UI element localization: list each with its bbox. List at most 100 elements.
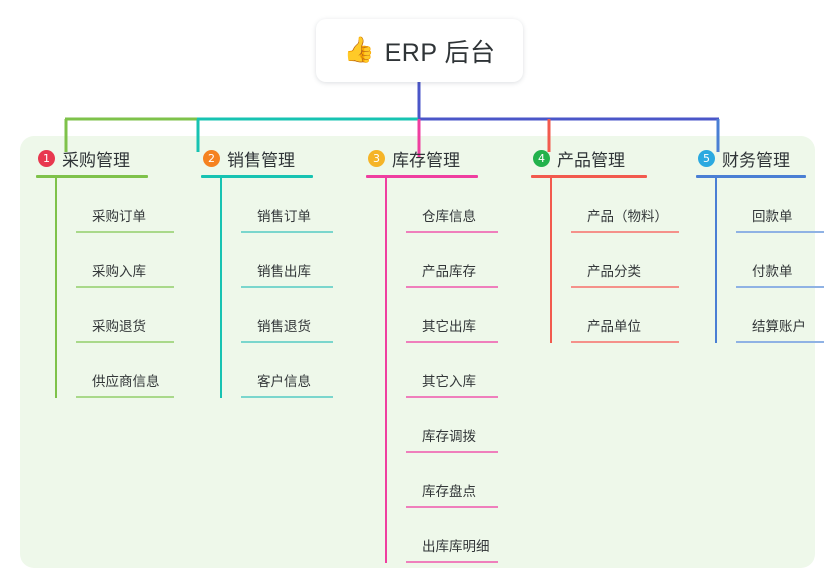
leaf-underline bbox=[736, 341, 824, 343]
leaf-node[interactable]: 库存调拨 bbox=[386, 398, 498, 453]
leaf-label: 库存调拨 bbox=[422, 429, 476, 444]
branch-children-3: 仓库信息产品库存其它出库其它入库库存调拨库存盘点出库库明细 bbox=[366, 178, 498, 563]
diagram-background-panel bbox=[20, 136, 815, 568]
leaf-underline bbox=[76, 286, 174, 288]
leaf-label: 客户信息 bbox=[257, 374, 311, 389]
branch-underline-1 bbox=[36, 175, 148, 178]
leaf-node[interactable]: 产品单位 bbox=[551, 288, 679, 343]
branch-underline-2 bbox=[201, 175, 313, 178]
leaf-node[interactable]: 产品分类 bbox=[551, 233, 679, 288]
branch-underline-4 bbox=[531, 175, 647, 178]
leaf-node[interactable]: 产品（物料） bbox=[551, 178, 679, 233]
branch-underline-3 bbox=[366, 175, 478, 178]
leaf-underline bbox=[406, 396, 498, 398]
leaf-underline bbox=[76, 231, 174, 233]
branch-badge-1: 1 bbox=[38, 149, 55, 167]
branch-children-4: 产品（物料） 产品分类产品单位 bbox=[531, 178, 679, 343]
leaf-label: 产品单位 bbox=[587, 319, 641, 334]
leaf-label: 结算账户 bbox=[752, 319, 806, 334]
branch-badge-2: 2 bbox=[203, 149, 220, 167]
leaf-underline bbox=[241, 341, 333, 343]
leaf-label: 采购订单 bbox=[92, 209, 146, 224]
leaf-node[interactable]: 结算账户 bbox=[716, 288, 824, 343]
leaf-node[interactable]: 采购退货 bbox=[56, 288, 174, 343]
leaf-label: 其它出库 bbox=[422, 319, 476, 334]
leaf-label: 销售退货 bbox=[257, 319, 311, 334]
leaf-underline bbox=[406, 506, 498, 508]
thumbs-up-icon: 👍 bbox=[343, 36, 375, 64]
leaf-node[interactable]: 其它入库 bbox=[386, 343, 498, 398]
leaf-underline bbox=[241, 231, 333, 233]
leaf-underline bbox=[571, 286, 679, 288]
root-node[interactable]: 👍 ERP 后台 bbox=[316, 19, 523, 82]
leaf-label: 出库库明细 bbox=[422, 539, 490, 554]
leaf-node[interactable]: 采购订单 bbox=[56, 178, 174, 233]
branch-children-1: 采购订单采购入库采购退货供应商信息 bbox=[36, 178, 174, 398]
branch-spine-3 bbox=[385, 178, 387, 563]
leaf-label: 产品（物料） bbox=[587, 209, 668, 224]
branch-spine-1 bbox=[55, 178, 57, 398]
branch-title-4: 产品管理 bbox=[557, 150, 625, 170]
branch-spine-4 bbox=[550, 178, 552, 343]
leaf-underline bbox=[571, 341, 679, 343]
branch-badge-5: 5 bbox=[698, 149, 715, 167]
leaf-node[interactable]: 出库库明细 bbox=[386, 508, 498, 563]
leaf-label: 产品库存 bbox=[422, 264, 476, 279]
leaf-node[interactable]: 其它出库 bbox=[386, 288, 498, 343]
branch-column-4: 4 产品管理产品（物料） 产品分类产品单位 bbox=[531, 146, 679, 343]
branch-spine-5 bbox=[715, 178, 717, 343]
leaf-label: 采购入库 bbox=[92, 264, 146, 279]
leaf-underline bbox=[571, 231, 679, 233]
leaf-node[interactable]: 付款单 bbox=[716, 233, 824, 288]
branch-column-3: 3 库存管理仓库信息产品库存其它出库其它入库库存调拨库存盘点出库库明细 bbox=[366, 146, 498, 563]
leaf-node[interactable]: 采购入库 bbox=[56, 233, 174, 288]
branch-header-4[interactable]: 4 产品管理 bbox=[531, 146, 647, 170]
leaf-label: 产品分类 bbox=[587, 264, 641, 279]
leaf-node[interactable]: 回款单 bbox=[716, 178, 824, 233]
leaf-underline bbox=[241, 286, 333, 288]
branch-badge-3: 3 bbox=[368, 149, 385, 167]
leaf-node[interactable]: 销售订单 bbox=[221, 178, 333, 233]
leaf-node[interactable]: 供应商信息 bbox=[56, 343, 174, 398]
branch-header-5[interactable]: 5 财务管理 bbox=[696, 146, 806, 170]
branch-spine-2 bbox=[220, 178, 222, 398]
leaf-label: 销售订单 bbox=[257, 209, 311, 224]
leaf-underline bbox=[406, 451, 498, 453]
branch-header-3[interactable]: 3 库存管理 bbox=[366, 146, 478, 170]
leaf-underline bbox=[76, 341, 174, 343]
leaf-node[interactable]: 库存盘点 bbox=[386, 453, 498, 508]
branch-children-2: 销售订单销售出库销售退货客户信息 bbox=[201, 178, 333, 398]
branch-header-1[interactable]: 1 采购管理 bbox=[36, 146, 148, 170]
leaf-label: 供应商信息 bbox=[92, 374, 160, 389]
leaf-underline bbox=[406, 231, 498, 233]
leaf-label: 回款单 bbox=[752, 209, 793, 224]
leaf-label: 采购退货 bbox=[92, 319, 146, 334]
leaf-underline bbox=[736, 286, 824, 288]
leaf-label: 销售出库 bbox=[257, 264, 311, 279]
branch-title-1: 采购管理 bbox=[62, 150, 130, 170]
branch-underline-5 bbox=[696, 175, 806, 178]
leaf-node[interactable]: 产品库存 bbox=[386, 233, 498, 288]
branch-title-5: 财务管理 bbox=[722, 150, 790, 170]
branch-children-5: 回款单付款单结算账户 bbox=[696, 178, 824, 343]
leaf-node[interactable]: 仓库信息 bbox=[386, 178, 498, 233]
leaf-underline bbox=[406, 286, 498, 288]
branch-title-2: 销售管理 bbox=[227, 150, 295, 170]
leaf-label: 付款单 bbox=[752, 264, 793, 279]
leaf-node[interactable]: 客户信息 bbox=[221, 343, 333, 398]
leaf-underline bbox=[406, 561, 498, 563]
leaf-node[interactable]: 销售出库 bbox=[221, 233, 333, 288]
leaf-underline bbox=[241, 396, 333, 398]
branch-badge-4: 4 bbox=[533, 149, 550, 167]
root-node-label: ERP 后台 bbox=[384, 38, 496, 67]
leaf-underline bbox=[406, 341, 498, 343]
leaf-underline bbox=[736, 231, 824, 233]
leaf-node[interactable]: 销售退货 bbox=[221, 288, 333, 343]
branch-header-2[interactable]: 2 销售管理 bbox=[201, 146, 313, 170]
branch-column-5: 5 财务管理回款单付款单结算账户 bbox=[696, 146, 824, 343]
branch-title-3: 库存管理 bbox=[392, 150, 460, 170]
leaf-underline bbox=[76, 396, 174, 398]
leaf-label: 库存盘点 bbox=[422, 484, 476, 499]
branch-column-1: 1 采购管理采购订单采购入库采购退货供应商信息 bbox=[36, 146, 174, 398]
